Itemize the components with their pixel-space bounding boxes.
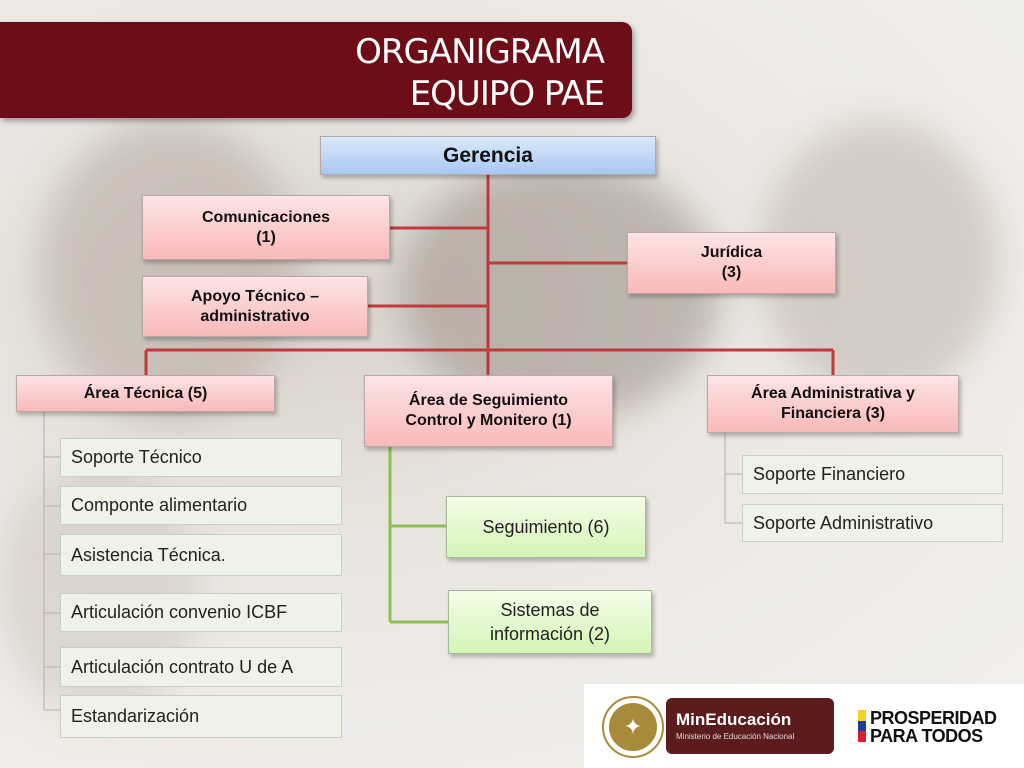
prosperidad-line-1: PROSPERIDAD: [870, 708, 997, 728]
area-seguimiento-box: Área de Seguimiento Control y Monitero (…: [364, 375, 613, 447]
admin-item: Soporte Financiero: [742, 455, 1003, 494]
tecnica-item: Articulación contrato U de A: [60, 647, 342, 687]
prosperidad-line-2: PARA TODOS: [870, 726, 983, 746]
flag-icon: [858, 710, 866, 742]
ministerio-label: Ministerio de Educación Nacional: [676, 732, 795, 741]
prosperidad-logo: PROSPERIDAD PARA TODOS: [858, 706, 1008, 746]
title-banner: ORGANIGRAMA EQUIPO PAE: [0, 22, 632, 118]
tecnica-item: Componte alimentario: [60, 486, 342, 525]
area-admin-line-1: Área Administrativa y: [751, 385, 915, 402]
area-tecnica-box: Área Técnica (5): [16, 375, 275, 412]
juridica-box: Jurídica (3): [627, 232, 836, 294]
area-tecnica-label: Área Técnica (5): [83, 384, 208, 402]
apoyo-line-1: Apoyo Técnico –: [190, 287, 320, 305]
area-admin-box: Área Administrativa y Financiera (3): [707, 375, 959, 433]
comunicaciones-count: (1): [256, 228, 276, 246]
juridica-count: (3): [721, 264, 742, 281]
tecnica-item: Soporte Técnico: [60, 438, 342, 477]
tecnica-item: Estandarización: [60, 695, 342, 738]
apoyo-line-2: administrativo: [200, 307, 310, 325]
comunicaciones-box: Comunicaciones (1): [142, 195, 390, 260]
seguimiento-box: Seguimiento (6): [446, 496, 646, 558]
gerencia-box: Gerencia: [320, 136, 656, 175]
juridica-label: Jurídica: [700, 244, 763, 261]
area-seguimiento-line-1: Área de Seguimiento: [408, 392, 569, 409]
tecnica-item: Asistencia Técnica.: [60, 534, 342, 576]
sistemas-line-2: información (2): [489, 624, 611, 644]
title-line-2: EQUIPO PAE: [409, 74, 605, 114]
colombia-seal-icon: ✦: [602, 696, 664, 758]
apoyo-tecnico-box: Apoyo Técnico – administrativo: [142, 276, 368, 337]
sistemas-informacion-box: Sistemas de información (2): [448, 590, 652, 654]
admin-item: Soporte Administrativo: [742, 504, 1003, 542]
background-blob: [40, 120, 300, 420]
seguimiento-line-1: Seguimiento (6): [482, 517, 610, 537]
mineducacion-logo: MinEducación Ministerio de Educación Nac…: [666, 698, 834, 754]
sistemas-line-1: Sistemas de: [500, 600, 600, 620]
mineducacion-label: MinEducación: [676, 710, 792, 729]
comunicaciones-label: Comunicaciones: [201, 208, 331, 226]
gerencia-label: Gerencia: [443, 143, 533, 167]
title-line-1: ORGANIGRAMA: [355, 32, 605, 72]
tecnica-item: Articulación convenio ICBF: [60, 593, 342, 632]
area-seguimiento-line-2: Control y Monitero (1): [405, 412, 572, 429]
logos-footer: ✦ MinEducación Ministerio de Educación N…: [584, 684, 1024, 768]
area-admin-line-2: Financiera (3): [780, 405, 886, 422]
